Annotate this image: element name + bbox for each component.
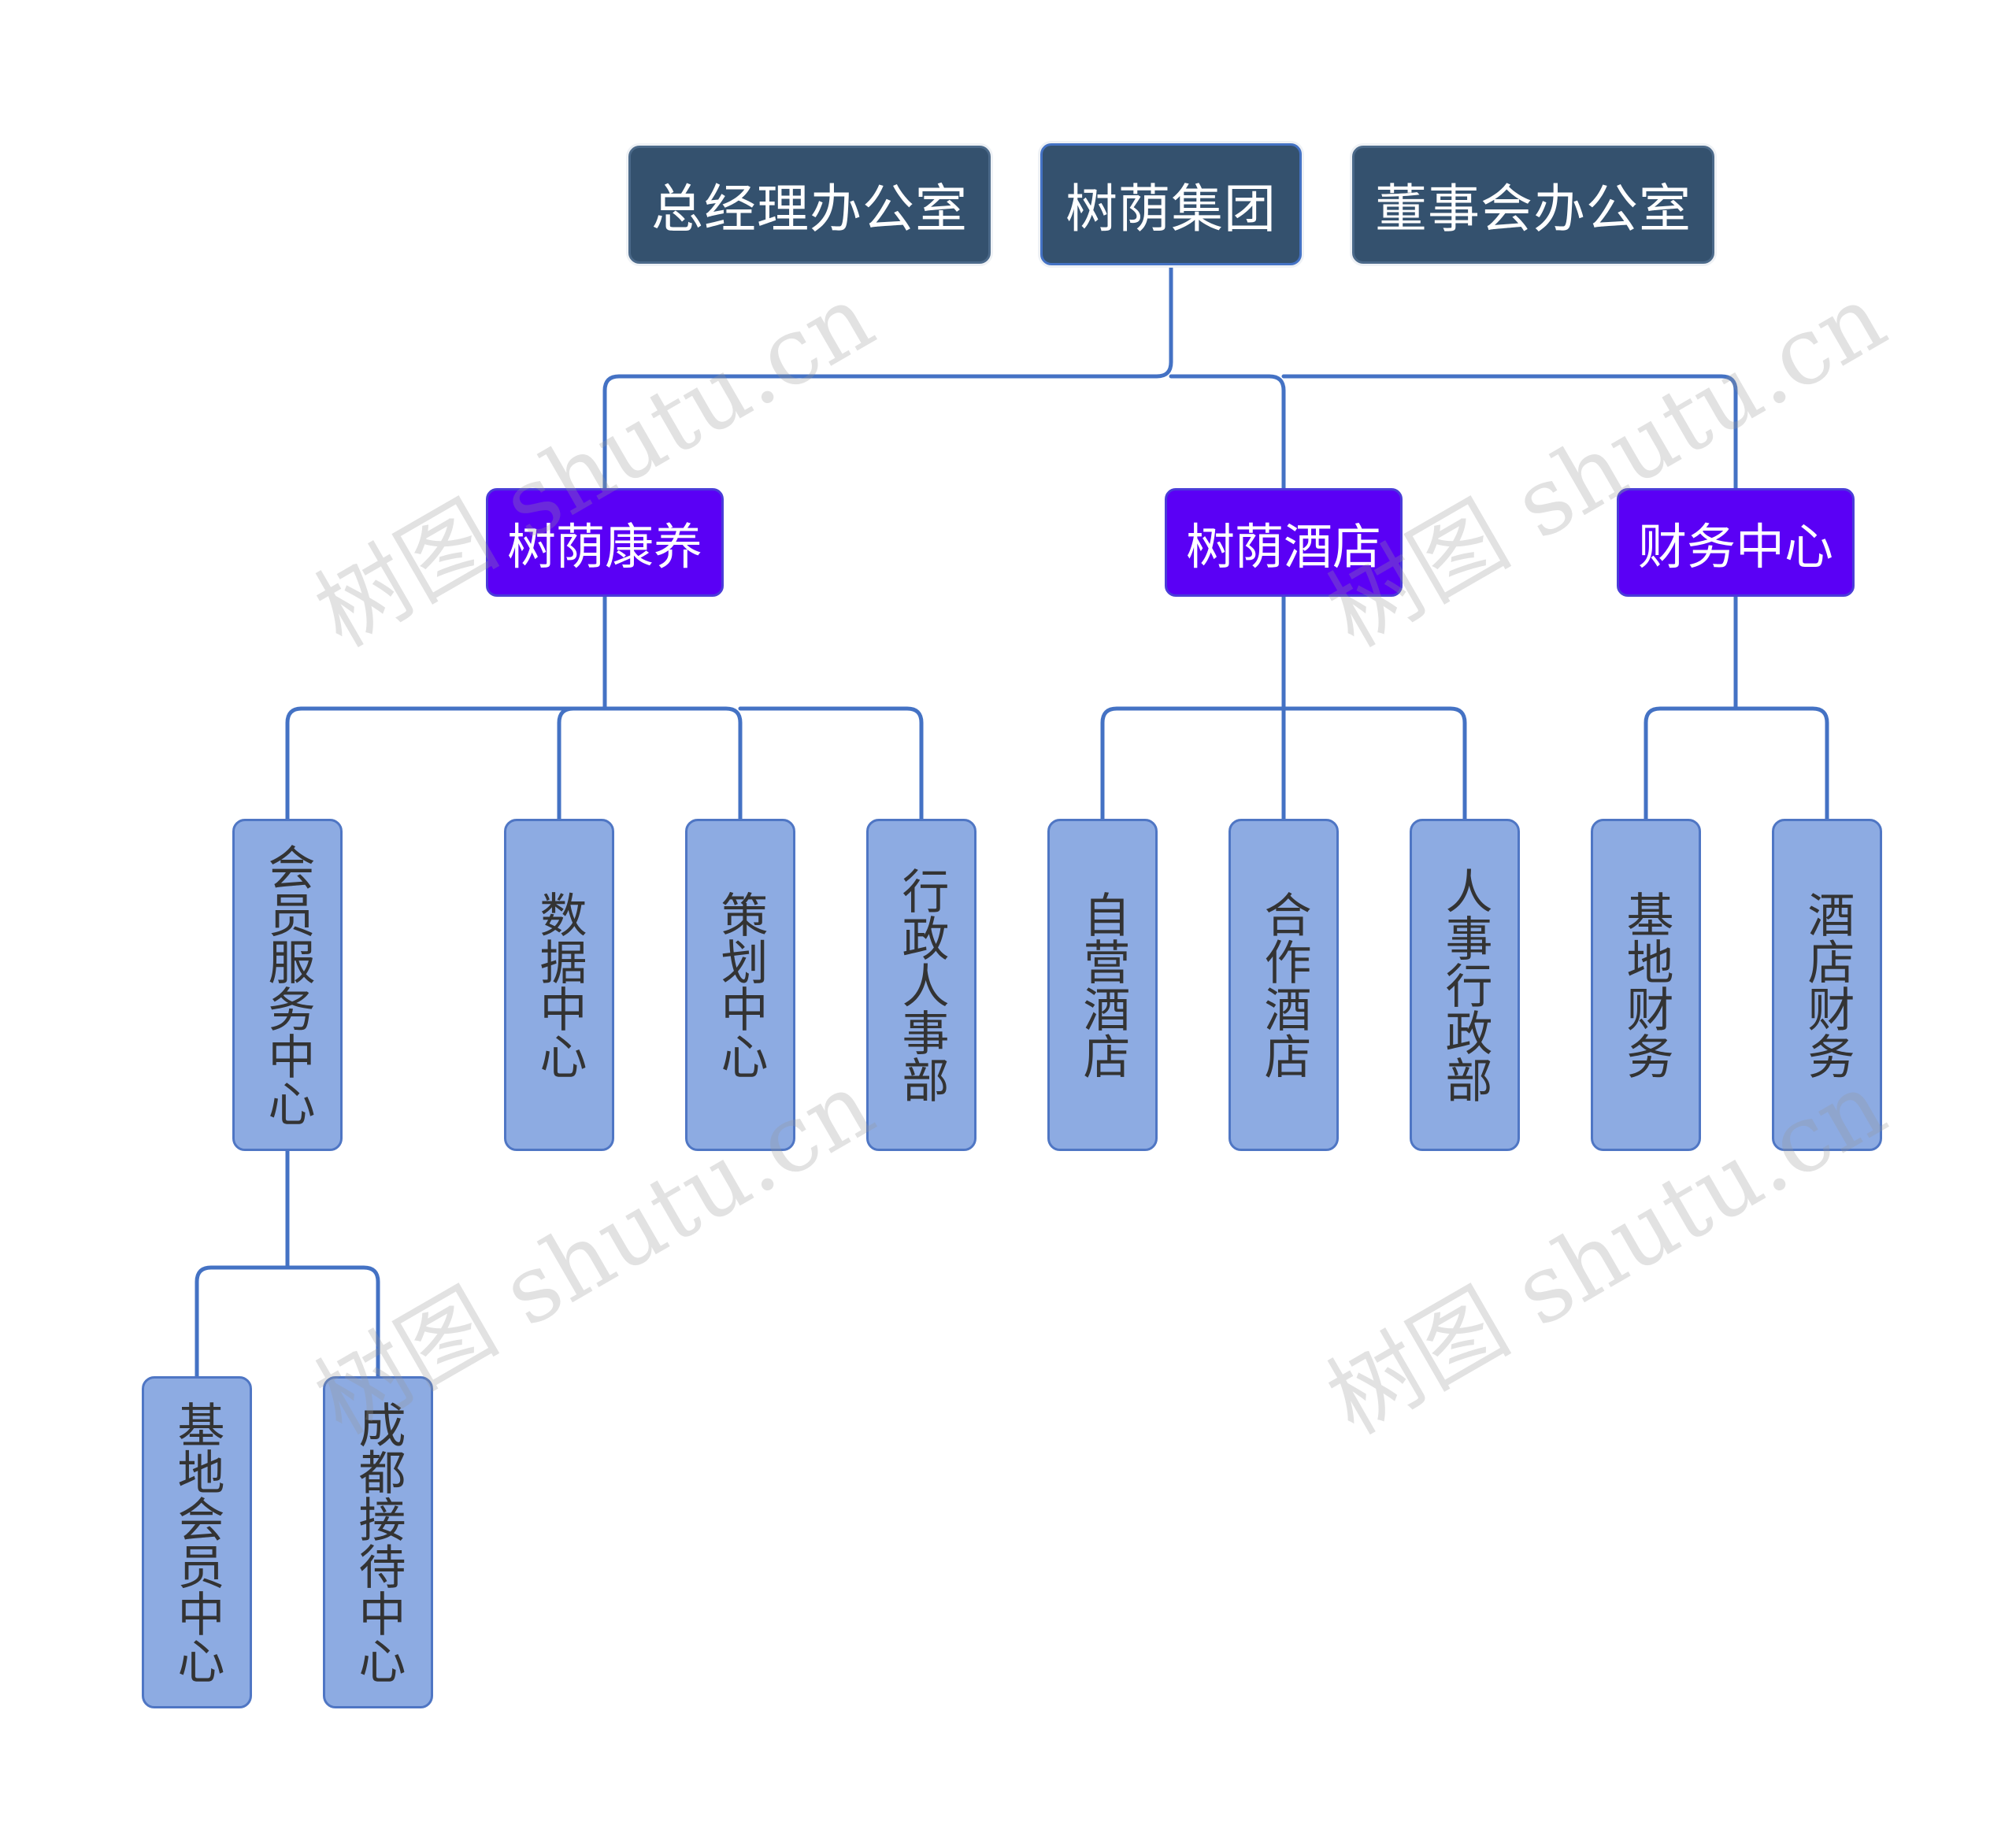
node-planning-center[interactable]: 策划中心 [685,819,795,1151]
connector-member-chengdu [285,1265,380,1379]
node-board-office[interactable]: 董事会办公室 [1352,146,1714,264]
connector-wellness-children [285,594,607,821]
node-base-finance-label: 基地财务 [1618,890,1673,1079]
connector-hotel-self [1100,706,1286,821]
node-member-service-label: 会员服务中心 [260,843,315,1127]
node-board-office-label: 董事会办公室 [1375,179,1692,239]
connector-finance-children [1644,594,1738,821]
node-gm-office-label: 总经理办公室 [651,179,968,239]
node-gm-office[interactable]: 总经理办公室 [628,146,991,264]
connector-member-children [195,1149,290,1379]
node-wellness-label: 树荫康养 [506,518,702,576]
node-base-member[interactable]: 基地会员中心 [142,1376,252,1708]
node-partner-hotel-label: 合作酒店 [1256,890,1311,1079]
node-root[interactable]: 树荫集团 [1040,143,1302,265]
node-planning-center-label: 策划中心 [713,890,768,1079]
node-hr-admin-label: 人事行政部 [1437,867,1492,1103]
connector-hotel-hr [1281,706,1467,821]
node-hotel-finance[interactable]: 酒店财务 [1772,819,1882,1151]
node-base-finance[interactable]: 基地财务 [1591,819,1701,1151]
node-wellness[interactable]: 树荫康养 [486,488,724,597]
node-hotel-finance-label: 酒店财务 [1799,890,1855,1079]
node-chengdu-reception-label: 成都接待中心 [350,1401,406,1684]
connector-root-to-divisions [602,263,1173,490]
node-data-center-label: 数据中心 [532,890,587,1079]
node-partner-hotel[interactable]: 合作酒店 [1228,819,1339,1151]
node-hotel-label: 树荫酒店 [1185,518,1381,576]
node-base-member-label: 基地会员中心 [169,1401,224,1684]
node-hr-admin[interactable]: 人事行政部 [1410,819,1520,1151]
node-member-service[interactable]: 会员服务中心 [232,819,343,1151]
connector-root-to-hotel [1169,374,1286,490]
connector-wellness-admin [738,706,924,821]
node-finance[interactable]: 财务中心 [1617,488,1855,597]
connector-root-to-finance [1281,374,1738,490]
node-root-label: 树荫集团 [1065,178,1277,239]
node-self-hotel[interactable]: 自营酒店 [1047,819,1158,1151]
connector-wellness-data [557,706,607,821]
node-admin-hr[interactable]: 行政人事部 [866,819,976,1151]
connector-wellness-plan [602,706,743,821]
node-chengdu-reception[interactable]: 成都接待中心 [323,1376,433,1708]
node-hotel[interactable]: 树荫酒店 [1165,488,1403,597]
node-data-center[interactable]: 数据中心 [504,819,614,1151]
node-admin-hr-label: 行政人事部 [894,867,949,1103]
node-self-hotel-label: 自营酒店 [1075,890,1130,1079]
connector-finance-hotel [1733,706,1829,821]
node-finance-label: 财务中心 [1637,518,1833,576]
